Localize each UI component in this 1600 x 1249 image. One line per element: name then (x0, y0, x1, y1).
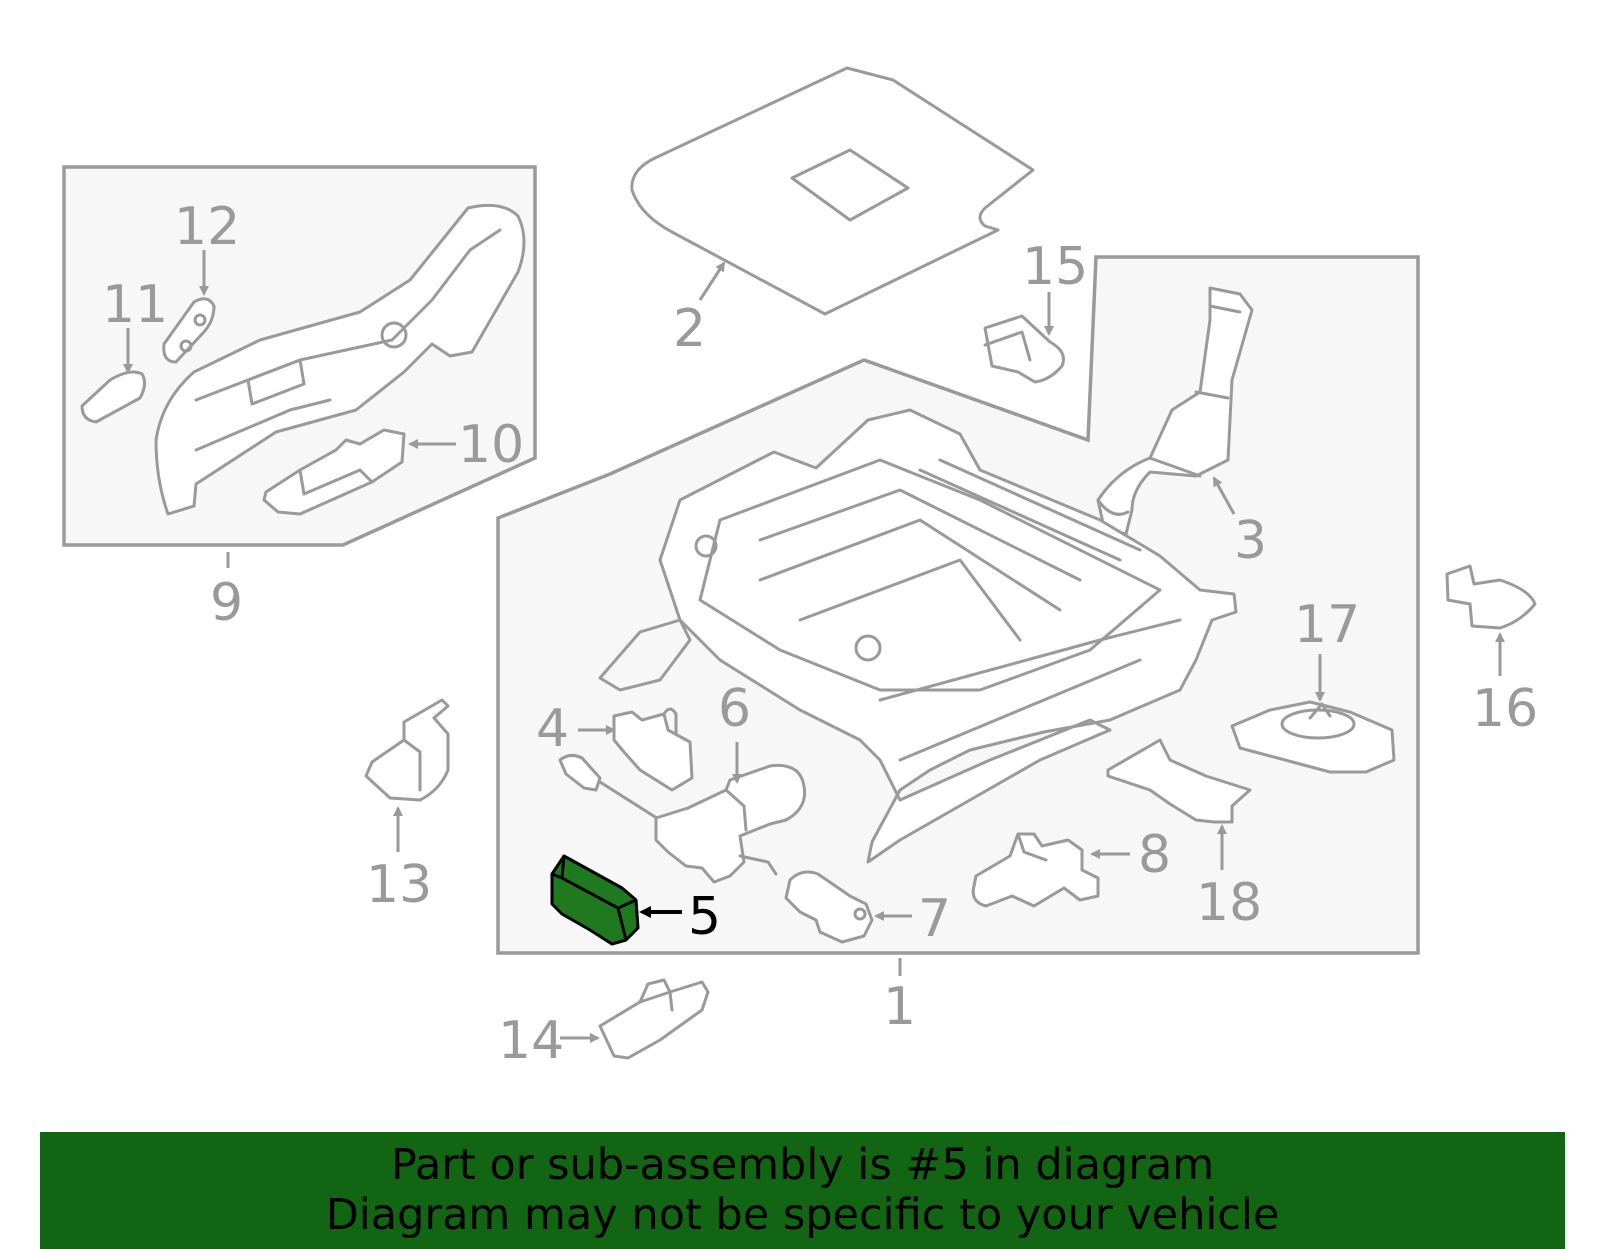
callout-9: 9 (210, 573, 243, 633)
part-1-seat-frame (598, 408, 1238, 864)
callout-17: 17 (1294, 595, 1360, 655)
part-9-side-trim (154, 203, 526, 516)
part-5-switch-cover (550, 854, 640, 946)
part-17-reel (1230, 700, 1396, 774)
callout-15: 15 (1022, 237, 1088, 297)
callout-4: 4 (536, 699, 569, 759)
part-14-bracket (598, 978, 710, 1060)
callout-11: 11 (102, 275, 168, 335)
callout-16: 16 (1472, 679, 1538, 739)
part-2-cushion-pad (630, 66, 1035, 316)
part-18-bracket (1106, 738, 1252, 824)
part-5-edge (551, 855, 637, 941)
callout-10: 10 (458, 415, 524, 475)
part-7-motor (784, 870, 874, 944)
callout-3: 3 (1234, 511, 1267, 571)
banner-line-1: Part or sub-assembly is #5 in diagram (390, 1140, 1215, 1190)
part-16-bracket (1445, 564, 1537, 630)
part-13-bracket (364, 698, 450, 802)
callout-1: 1 (883, 977, 916, 1037)
part-6-recliner-motor (558, 753, 807, 884)
callout-12: 12 (174, 197, 240, 257)
callout-13: 13 (366, 855, 432, 915)
callout-18: 18 (1196, 873, 1262, 933)
callout-8: 8 (1138, 825, 1171, 885)
callout-14: 14 (498, 1011, 564, 1071)
callout-7: 7 (918, 889, 951, 949)
part-15-bracket (983, 314, 1065, 384)
callout-6: 6 (718, 679, 751, 739)
part-12-cover (162, 297, 216, 364)
banner-line-2: Diagram may not be specific to your vehi… (325, 1190, 1280, 1240)
part-4-sensor (612, 707, 694, 792)
leader-lines (123, 250, 1505, 1043)
part-10-trim-cover (262, 428, 406, 516)
callout-5: 5 (688, 887, 721, 947)
callout-2: 2 (673, 299, 706, 359)
part-8-motor (971, 832, 1100, 908)
callout-labels: 1 2 3 4 5 6 7 8 9 10 11 12 13 14 15 16 1… (102, 197, 1538, 1071)
info-banner: Part or sub-assembly is #5 in diagram Di… (40, 1132, 1565, 1249)
